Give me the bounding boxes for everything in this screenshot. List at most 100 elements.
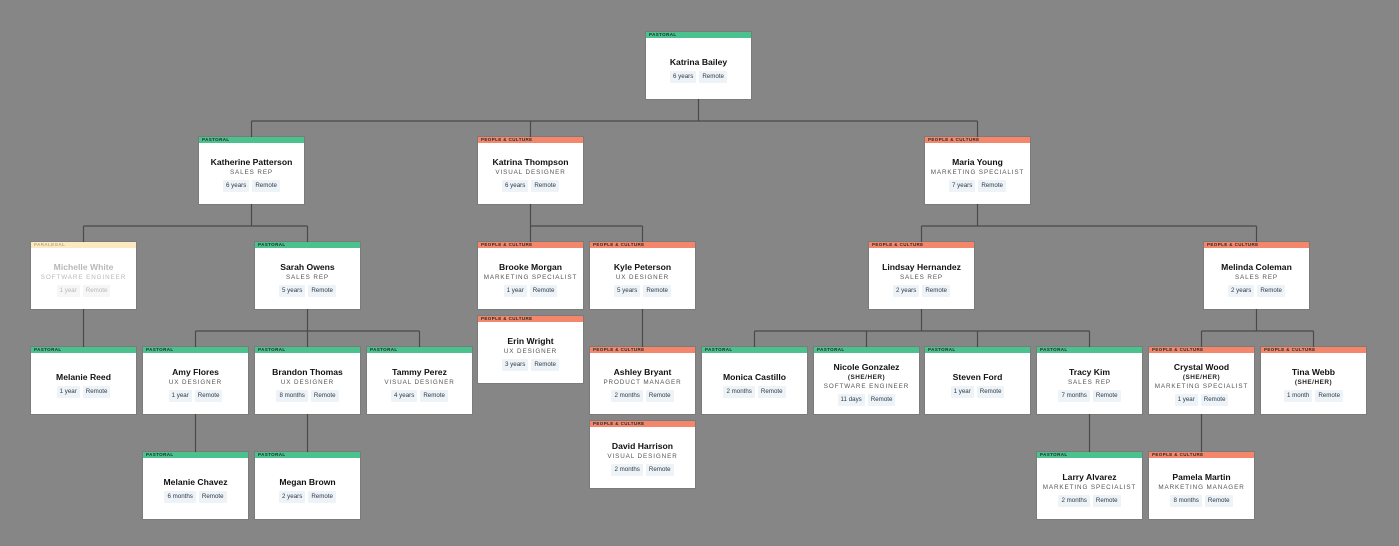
employee-title: Visual Designer [384,379,455,386]
tenure-chip: 3 years [502,359,529,371]
employee-name: Monica Castillo [722,372,787,382]
tenure-chip: 11 days [837,394,865,406]
location-chip: Remote [82,386,111,398]
location-chip: Remote [529,285,558,297]
employee-card[interactable]: People & CultureTina Webb(SHE/HER)1 mont… [1261,347,1366,414]
employee-card[interactable]: People & CultureKatrina ThompsonVisual D… [478,137,583,204]
card-body: David HarrisonVisual Designer2 monthsRem… [590,427,695,476]
department-tag: People & Culture [1149,452,1254,458]
department-tag: People & Culture [478,316,583,322]
employee-name: Ashley Bryant [613,367,672,377]
employee-card[interactable]: People & CultureMelinda ColemanSales Rep… [1204,242,1309,309]
tenure-chip: 1 year [950,386,974,398]
employee-card[interactable]: People & CultureLindsay HernandezSales R… [869,242,974,309]
department-tag: Pastoral [814,347,919,353]
employee-card[interactable]: PastoralSarah OwensSales Rep5 yearsRemot… [255,242,360,309]
location-chip: Remote [867,394,896,406]
employee-name: Melinda Coleman [1221,262,1292,272]
location-chip: Remote [643,285,671,297]
employee-card[interactable]: PastoralLarry AlvarezMarketing Specialis… [1037,452,1142,519]
employee-card[interactable]: ParalegalMichelle WhiteSoftware Engineer… [31,242,136,309]
employee-title: Sales Rep [1234,274,1279,281]
location-chip: Remote [531,359,559,371]
location-chip: Remote [198,491,227,503]
employee-name: Katherine Patterson [210,157,293,167]
department-tag: Pastoral [255,452,360,458]
employee-title: Visual Designer [607,453,678,460]
department-tag: People & Culture [1261,347,1366,353]
location-chip: Remote [1257,285,1285,297]
employee-title: Marketing Specialist [483,274,578,281]
employee-name: Sarah Owens [280,262,335,272]
tenure-chip: 1 month [1283,390,1313,402]
tenure-chip: 2 months [1058,495,1090,507]
location-chip: Remote [420,390,448,402]
employee-title: UX Designer [280,379,335,386]
department-tag: People & Culture [869,242,974,248]
department-tag: People & Culture [478,137,583,143]
department-tag: Pastoral [199,137,304,143]
department-tag: People & Culture [1149,347,1254,353]
employee-card[interactable]: People & CultureBrooke MorganMarketing S… [478,242,583,309]
employee-card[interactable]: People & CultureAshley BryantProduct Man… [590,347,695,414]
employee-pronouns: (SHE/HER) [1182,374,1221,381]
department-tag: Pastoral [1037,452,1142,458]
location-chip: Remote [308,491,336,503]
location-chip: Remote [531,180,559,192]
employee-card[interactable]: People & CultureDavid HarrisonVisual Des… [590,421,695,488]
employee-card[interactable]: PastoralTammy PerezVisual Designer4 year… [367,347,472,414]
card-body: Ashley BryantProduct Manager2 monthsRemo… [590,353,695,402]
employee-name: Brandon Thomas [272,367,343,377]
employee-card[interactable]: People & CulturePamela MartinMarketing M… [1149,452,1254,519]
employee-card[interactable]: PastoralNicole Gonzalez(SHE/HER)Software… [814,347,919,414]
employee-name: Erin Wright [507,336,554,346]
employee-title: Sales Rep [285,274,330,281]
employee-name: Katrina Thompson [492,157,569,167]
employee-card[interactable]: People & CultureCrystal Wood(SHE/HER)Mar… [1149,347,1254,414]
location-chip: Remote [1092,390,1121,402]
employee-title: Software Engineer [40,274,127,281]
location-chip: Remote [1200,394,1229,406]
employee-title: Sales Rep [899,274,944,281]
department-tag: Pastoral [255,242,360,248]
department-tag: Pastoral [646,32,751,38]
employee-title: UX Designer [615,274,670,281]
tenure-chip: 4 years [391,390,418,402]
department-tag: Pastoral [925,347,1030,353]
tenure-chip: 7 years [949,180,976,192]
employee-pronouns: (SHE/HER) [1294,379,1333,386]
tenure-chip: 1 year [168,390,192,402]
department-tag: People & Culture [590,421,695,427]
employee-name: David Harrison [611,441,674,451]
employee-card[interactable]: People & CultureMaria YoungMarketing Spe… [925,137,1030,204]
tenure-chip: 8 months [276,390,308,402]
employee-card[interactable]: PastoralKatherine PattersonSales Rep6 ye… [199,137,304,204]
